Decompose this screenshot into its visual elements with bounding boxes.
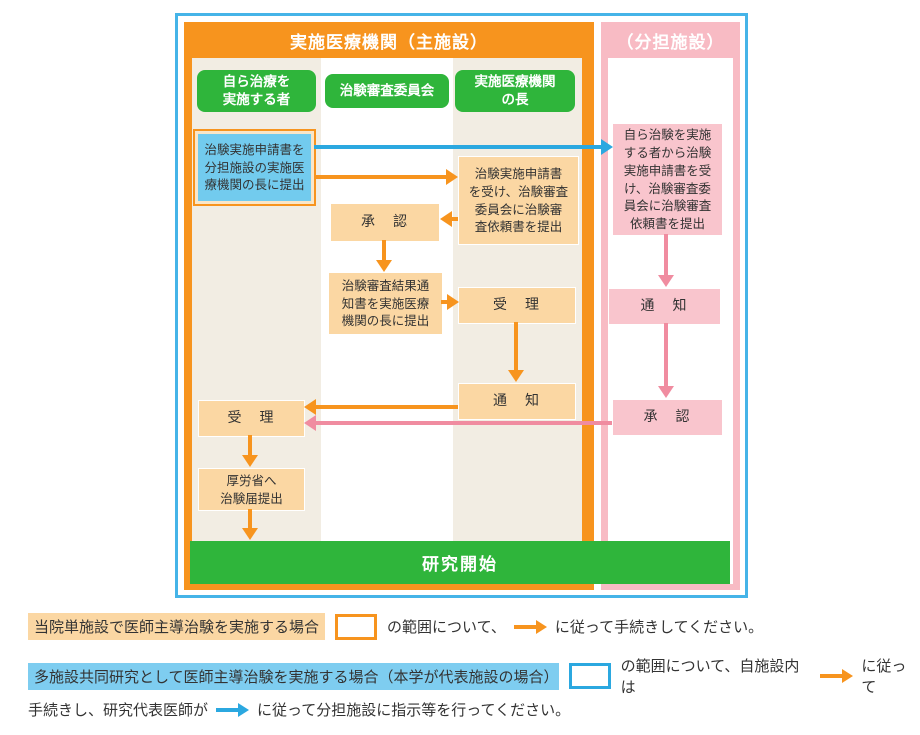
arrow-subapproval-to-self-head — [304, 415, 316, 431]
legend2-orange-arrow-icon — [820, 669, 854, 683]
arrow-submit-to-sub-shaft — [314, 145, 604, 149]
arrow-subnotify-to-subapproval-head — [658, 386, 674, 398]
arrow-result-to-accept-head — [447, 294, 459, 310]
start-bar: 研究開始 — [190, 541, 730, 584]
legend2-blue-box-sample — [568, 663, 611, 689]
arrow-subreceive-to-subnotify-shaft — [664, 234, 668, 276]
arrow-mhlw-to-start-head — [242, 528, 258, 540]
arrow-accept-to-notify-shaft — [514, 322, 518, 371]
legend2-end-text: に従って — [861, 657, 907, 696]
column-header-self: 自ら治療を 実施する者 — [197, 70, 316, 112]
sub-facility-title: （分担施設） — [616, 33, 725, 53]
main-facility-title: 実施医療機関（主施設） — [290, 33, 488, 53]
arrow-submit-to-head-head — [446, 169, 458, 185]
arrow-subreceive-to-subnotify-head — [658, 275, 674, 287]
arrow-notify-to-self-head — [304, 399, 316, 415]
box-irb-approval: 承 認 — [330, 203, 440, 242]
arrow-irb-approval-down-head — [376, 260, 392, 272]
box-head-accept: 受 理 — [458, 287, 576, 324]
legend1-mid-text: の範囲について、 — [387, 618, 506, 636]
arrow-subnotify-to-subapproval-shaft — [664, 323, 668, 387]
column-header-irb: 治験審査委員会 — [325, 74, 449, 108]
box-sub-receive: 自ら治験を実施 する者から治験 実施申請書を受 け、治験審査委 員会に治験審査 … — [612, 123, 723, 236]
box-sub-approval: 承 認 — [612, 399, 723, 436]
arrow-head-to-irb-head — [440, 211, 452, 227]
legend-row-3: 手続きし、研究代表医師が に従って分担施設に指示等を行ってください。 — [28, 699, 570, 720]
arrow-result-to-accept-shaft — [441, 300, 448, 304]
box-sub-notify: 通 知 — [608, 288, 721, 325]
arrow-submit-to-head-shaft — [314, 175, 448, 179]
arrow-self-to-mhlw-head — [242, 455, 258, 467]
column-header-head: 実施医療機関 の長 — [455, 70, 575, 112]
arrow-subapproval-to-self-shaft — [315, 421, 612, 425]
box-mhlw-submit: 厚労省へ 治験届提出 — [198, 468, 305, 511]
legend1-orange-arrow-icon — [513, 619, 547, 634]
legend-row-1: 当院単施設で医師主導治験を実施する場合 の範囲について、 に従って手続きしてくだ… — [28, 613, 763, 640]
box-head-notify: 通 知 — [458, 383, 576, 420]
box-irb-result: 治験審査結果通 知書を実施医療 機関の長に提出 — [328, 272, 443, 335]
arrow-accept-to-notify-head — [508, 370, 524, 382]
legend2-highlight: 多施設共同研究として医師主導治験を実施する場合（本学が代表施設の場合） — [28, 662, 559, 690]
box-submit-application: 治験実施申請書を 分担施設の実施医 療機関の長に提出 — [193, 129, 316, 206]
arrow-submit-to-sub-head — [601, 139, 613, 155]
legend1-orange-box-sample — [335, 613, 378, 640]
legend2-mid-text: の範囲について、自施設内は — [620, 657, 800, 696]
arrow-head-to-irb-shaft — [451, 217, 458, 221]
legend3-end-text: に従って分担施設に指示等を行ってください。 — [257, 701, 571, 719]
box-self-accept: 受 理 — [198, 400, 305, 437]
legend3-blue-arrow-icon — [216, 702, 250, 717]
legend3-start-text: 手続きし、研究代表医師が — [28, 701, 209, 719]
arrow-notify-to-self-shaft — [315, 405, 458, 409]
legend1-end-text: に従って手続きしてください。 — [554, 618, 764, 636]
legend-row-2: 多施設共同研究として医師主導治験を実施する場合（本学が代表施設の場合） の範囲に… — [28, 655, 920, 697]
legend1-highlight: 当院単施設で医師主導治験を実施する場合 — [28, 613, 326, 640]
arrow-irb-approval-down-shaft — [382, 240, 386, 262]
arrow-self-to-mhlw-shaft — [248, 435, 252, 456]
arrow-mhlw-to-start-shaft — [248, 509, 252, 529]
box-receive-application: 治験実施申請書 を受け、治験審査 委員会に治験審 査依頼書を提出 — [458, 156, 579, 245]
